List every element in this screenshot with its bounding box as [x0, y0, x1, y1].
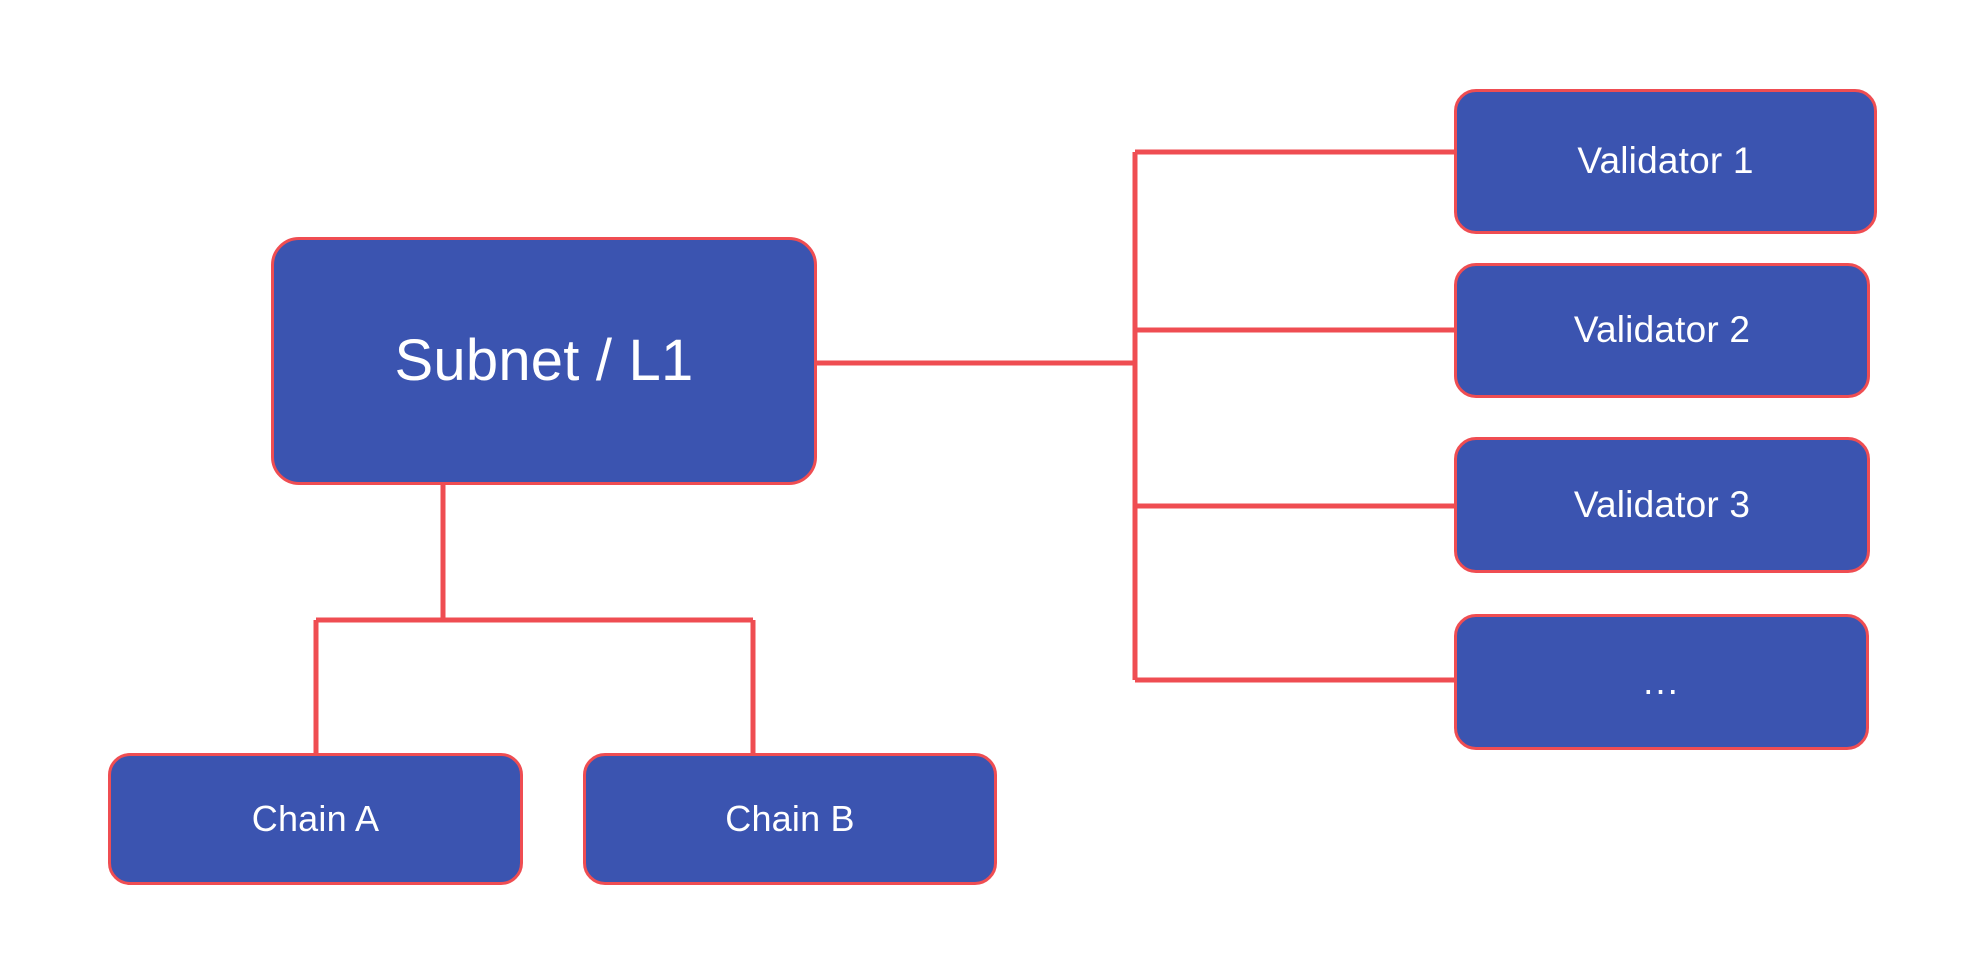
node-chain-b[interactable]: Chain B	[583, 753, 997, 885]
node-subnet-l1[interactable]: Subnet / L1	[271, 237, 817, 485]
node-validator-1-label: Validator 1	[1577, 140, 1754, 182]
node-more-validators[interactable]: ...	[1454, 614, 1869, 750]
node-validator-2-label: Validator 2	[1573, 309, 1751, 351]
node-validator-3[interactable]: Validator 3	[1454, 437, 1870, 573]
node-chain-a-label: Chain A	[251, 798, 380, 840]
node-chain-b-label: Chain B	[725, 798, 855, 840]
node-validator-2[interactable]: Validator 2	[1454, 263, 1870, 398]
node-more-validators-label: ...	[1643, 660, 1680, 702]
node-validator-1[interactable]: Validator 1	[1454, 89, 1877, 234]
node-validator-3-label: Validator 3	[1573, 483, 1751, 525]
node-subnet-l1-label: Subnet / L1	[394, 328, 694, 394]
node-chain-a[interactable]: Chain A	[108, 753, 523, 885]
